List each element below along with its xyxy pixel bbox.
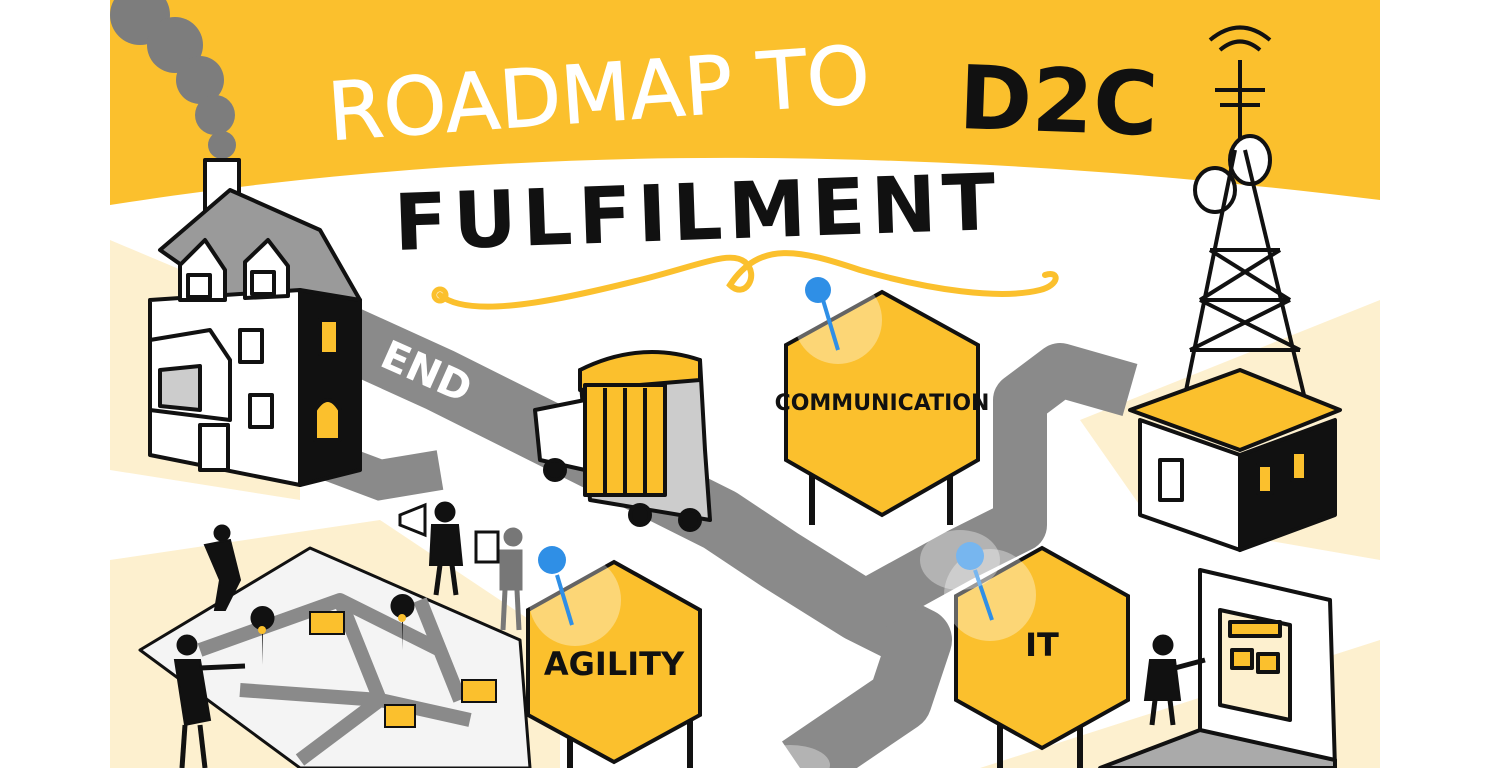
- smoke: [110, 0, 236, 159]
- people: [173, 501, 1206, 768]
- laptop-icon: [1098, 568, 1337, 768]
- map-trucks: [309, 611, 497, 728]
- sign-label-communication: COMMUNICATION: [775, 391, 990, 416]
- sign-label-it: IT: [1025, 626, 1059, 664]
- sign-communication: COMMUNICATION: [775, 276, 990, 525]
- title-swirl: [437, 250, 1059, 310]
- title-line1-emphasis: D2C: [957, 46, 1159, 156]
- sign-it: IT: [944, 542, 1130, 768]
- sign-label-agility: AGILITY: [544, 645, 685, 683]
- map-icon: [138, 546, 532, 768]
- header-band: [110, 0, 1380, 205]
- sign-agility: AGILITY: [526, 546, 702, 768]
- house-icon: [148, 158, 362, 487]
- clipboard-icon: [474, 530, 500, 564]
- road-highlight-2: [750, 745, 830, 768]
- title-line2: FULFILMENT: [393, 158, 1003, 269]
- road: [316, 300, 1138, 768]
- radio-tower-icon: [1178, 25, 1312, 421]
- truck-icon: [533, 350, 712, 532]
- road-highlight: [920, 530, 1000, 590]
- location-pin-icon: [250, 594, 415, 665]
- tower-building: [1128, 368, 1342, 552]
- megaphone-icon: [398, 502, 427, 538]
